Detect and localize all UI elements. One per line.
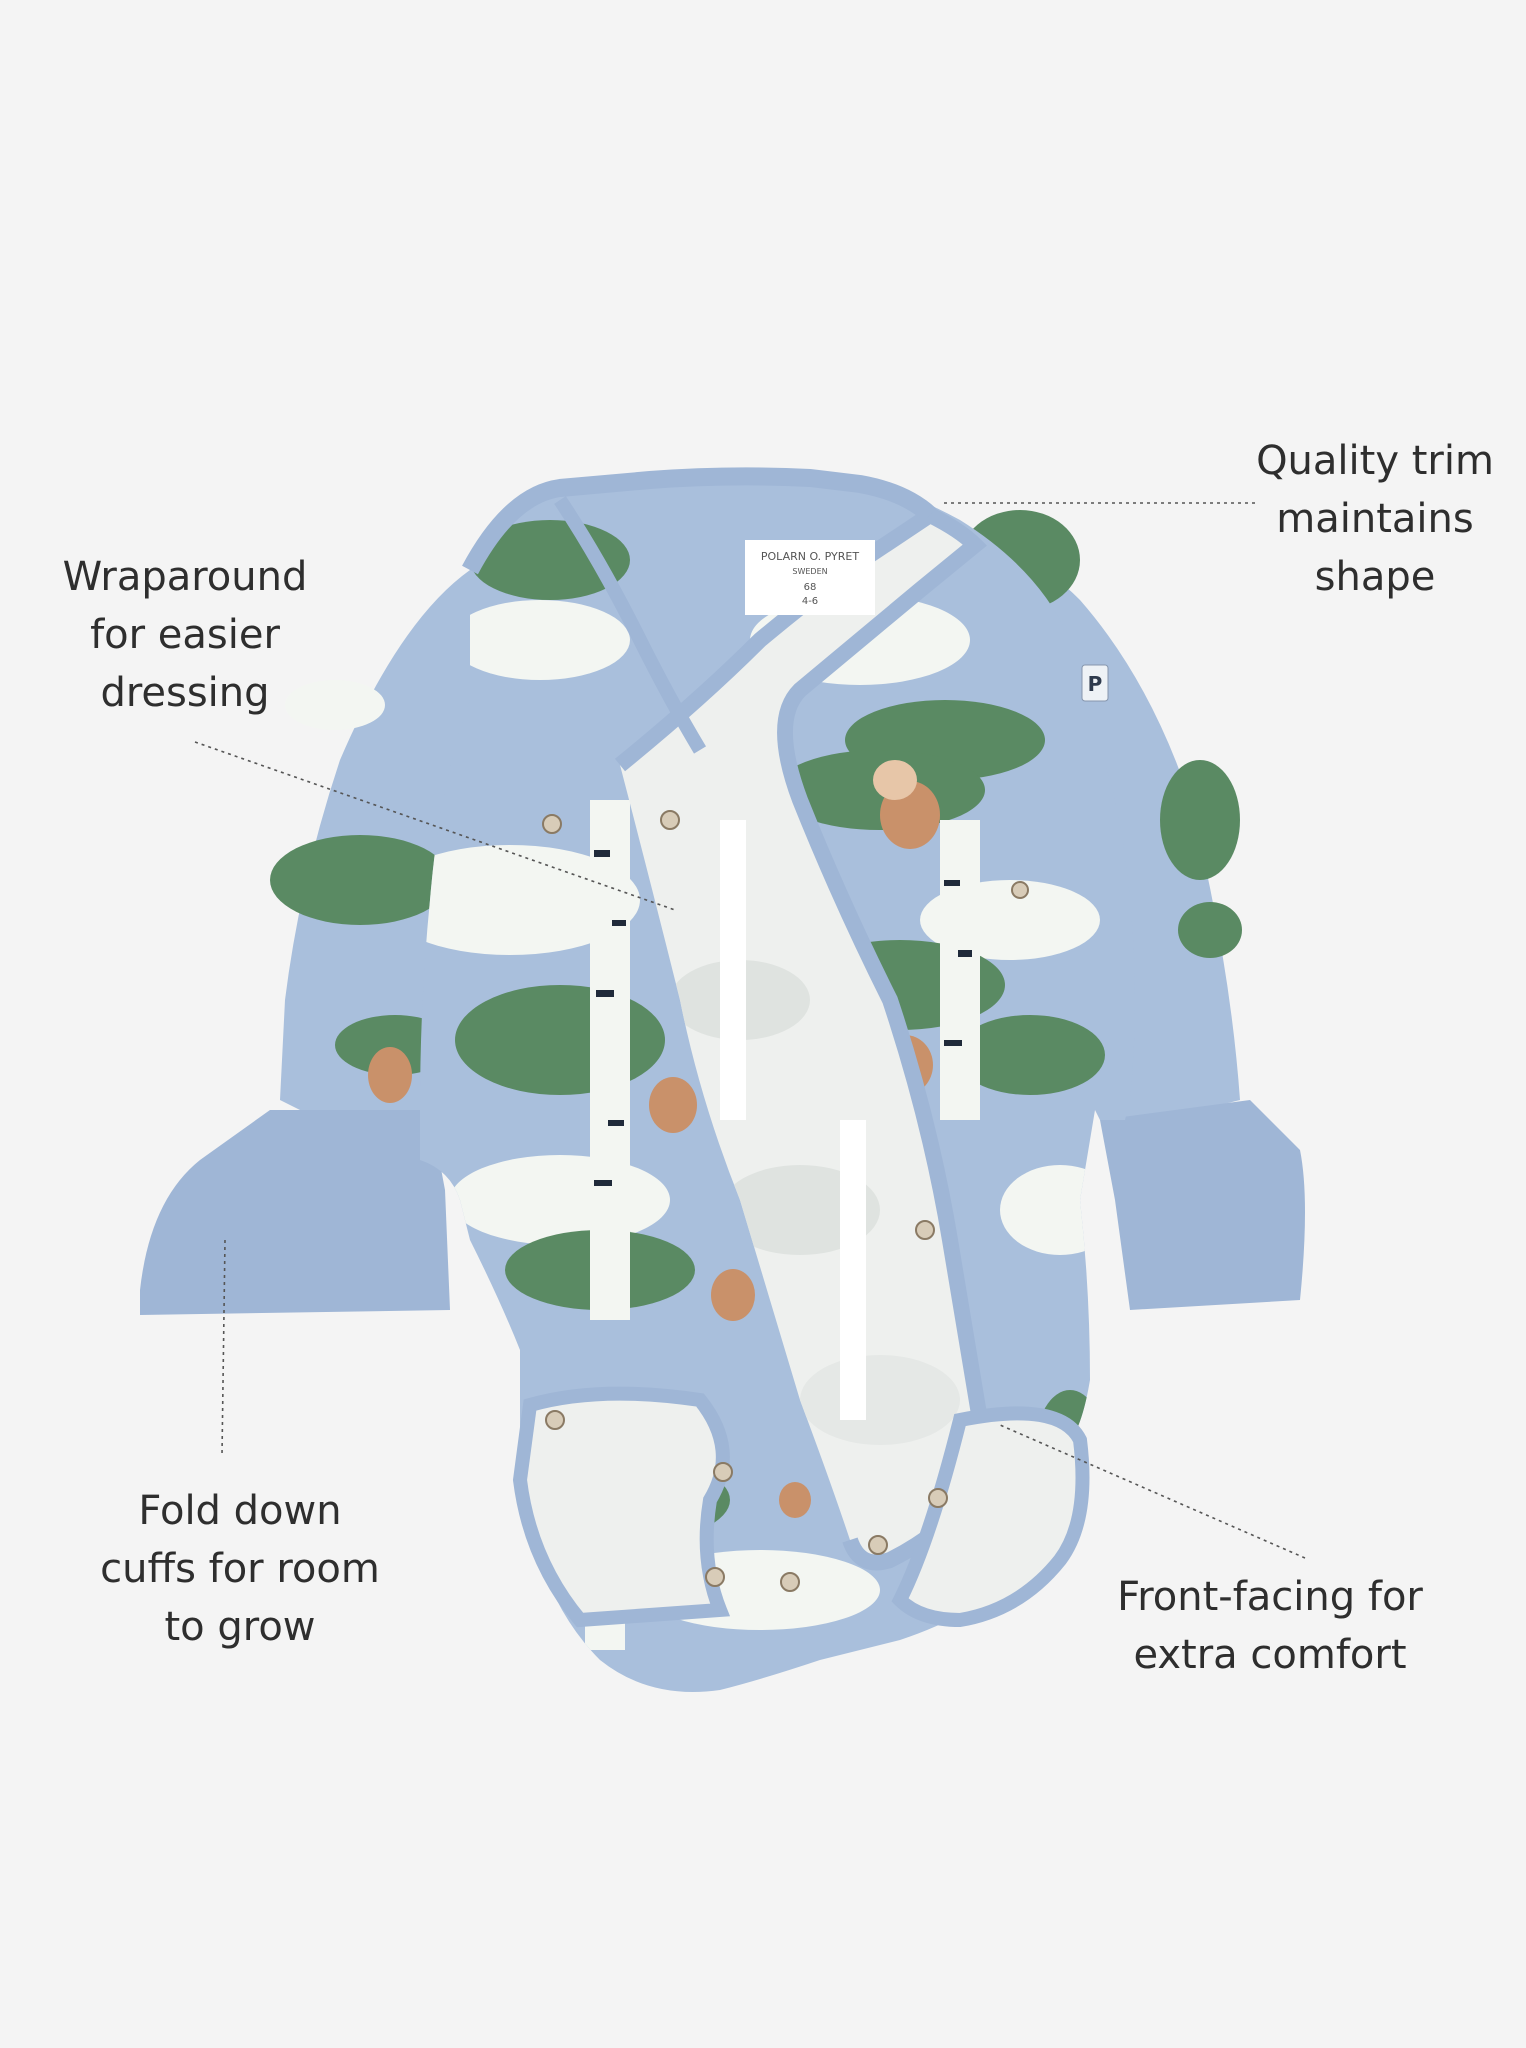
callout-line: Front-facing for: [1117, 1574, 1423, 1620]
callout-line: maintains: [1276, 496, 1474, 542]
garment-tag: POLARN O. PYRET SWEDEN 68 4-6: [745, 540, 875, 615]
tag-brand: POLARN O. PYRET: [761, 550, 859, 563]
tag-size: 68: [804, 582, 817, 593]
right-cuff: [1100, 1100, 1305, 1310]
tag-country: SWEDEN: [792, 567, 827, 576]
callout-front-facing: Front-facing for extra comfort: [1100, 1568, 1440, 1684]
callout-wraparound: Wraparound for easier dressing: [30, 548, 340, 722]
callout-leader-lines: [194, 502, 1306, 1559]
callout-line: extra comfort: [1133, 1632, 1407, 1678]
callout-line: cuffs for room: [100, 1546, 380, 1592]
callout-line: to grow: [164, 1604, 316, 1650]
neckline-trim: [462, 467, 937, 575]
callout-line: shape: [1314, 554, 1436, 600]
tag-size-months: 4-6: [802, 596, 818, 607]
left-sleeve: [270, 570, 588, 1110]
callout-line: Quality trim: [1256, 438, 1494, 484]
callout-line: for easier: [90, 612, 280, 658]
callout-line: Wraparound: [62, 554, 308, 600]
snap-buttons: [542, 810, 1029, 1592]
callout-line: dressing: [100, 670, 270, 716]
callout-line: Fold down: [138, 1488, 342, 1534]
sleeve-badge: P: [1088, 672, 1103, 696]
crotch-opening: [512, 1386, 731, 1628]
wrap-flap: [614, 505, 991, 1571]
left-cuff: [140, 1110, 450, 1315]
callout-quality-trim: Quality trim maintains shape: [1230, 432, 1520, 606]
callout-fold-down-cuffs: Fold down cuffs for room to grow: [90, 1482, 390, 1656]
